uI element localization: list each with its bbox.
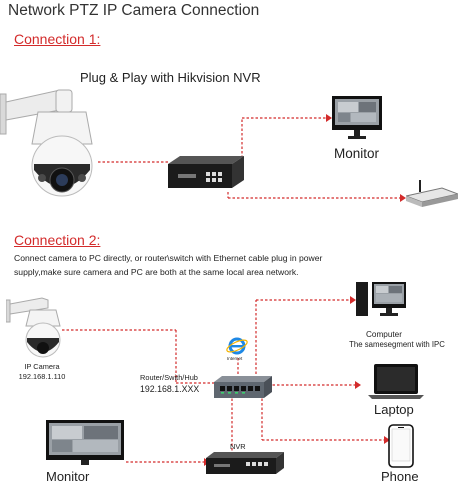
page-title: Network PTZ IP Camera Connection	[8, 2, 260, 19]
monitor-label-1: Monitor	[334, 146, 380, 161]
connection1-subtitle: Plug & Play with Hikvision NVR	[80, 70, 261, 85]
internet-label: Internet	[227, 356, 243, 361]
connection2-description: Connect camera to PC directly, or router…	[14, 253, 323, 277]
ip-camera-label: IP Camera	[24, 362, 60, 371]
connection2-heading: Connection 2:	[14, 232, 101, 248]
computer-sublabel: The samesegment with IPC	[349, 340, 445, 349]
connection1-heading: Connection 1:	[14, 31, 101, 47]
nvr-icon-2	[206, 452, 284, 474]
router-icon	[406, 180, 458, 207]
ip-camera-ip: 192.168.1.110	[18, 372, 66, 381]
arrow-router	[400, 194, 406, 202]
internet-explorer-icon	[226, 337, 248, 355]
monitor-label-2: Monitor	[46, 469, 90, 484]
switch-icon	[214, 376, 272, 398]
router-ip: 192.168.1.XXX	[140, 384, 200, 394]
monitor-icon-2	[46, 420, 124, 465]
phone-label: Phone	[381, 469, 419, 484]
ptz-camera-icon	[0, 89, 93, 197]
router-label: Router/Swith/Hub	[140, 373, 198, 382]
nvr-icon	[168, 156, 244, 188]
monitor-icon	[332, 96, 382, 139]
laptop-icon	[368, 364, 424, 399]
computer-icon	[356, 282, 406, 316]
phone-icon	[388, 424, 414, 468]
laptop-label: Laptop	[374, 402, 414, 417]
computer-label: Computer	[366, 330, 402, 339]
ip-camera-icon	[6, 297, 61, 358]
nvr-label: NVR	[230, 442, 246, 451]
arrow-monitor	[326, 114, 332, 122]
